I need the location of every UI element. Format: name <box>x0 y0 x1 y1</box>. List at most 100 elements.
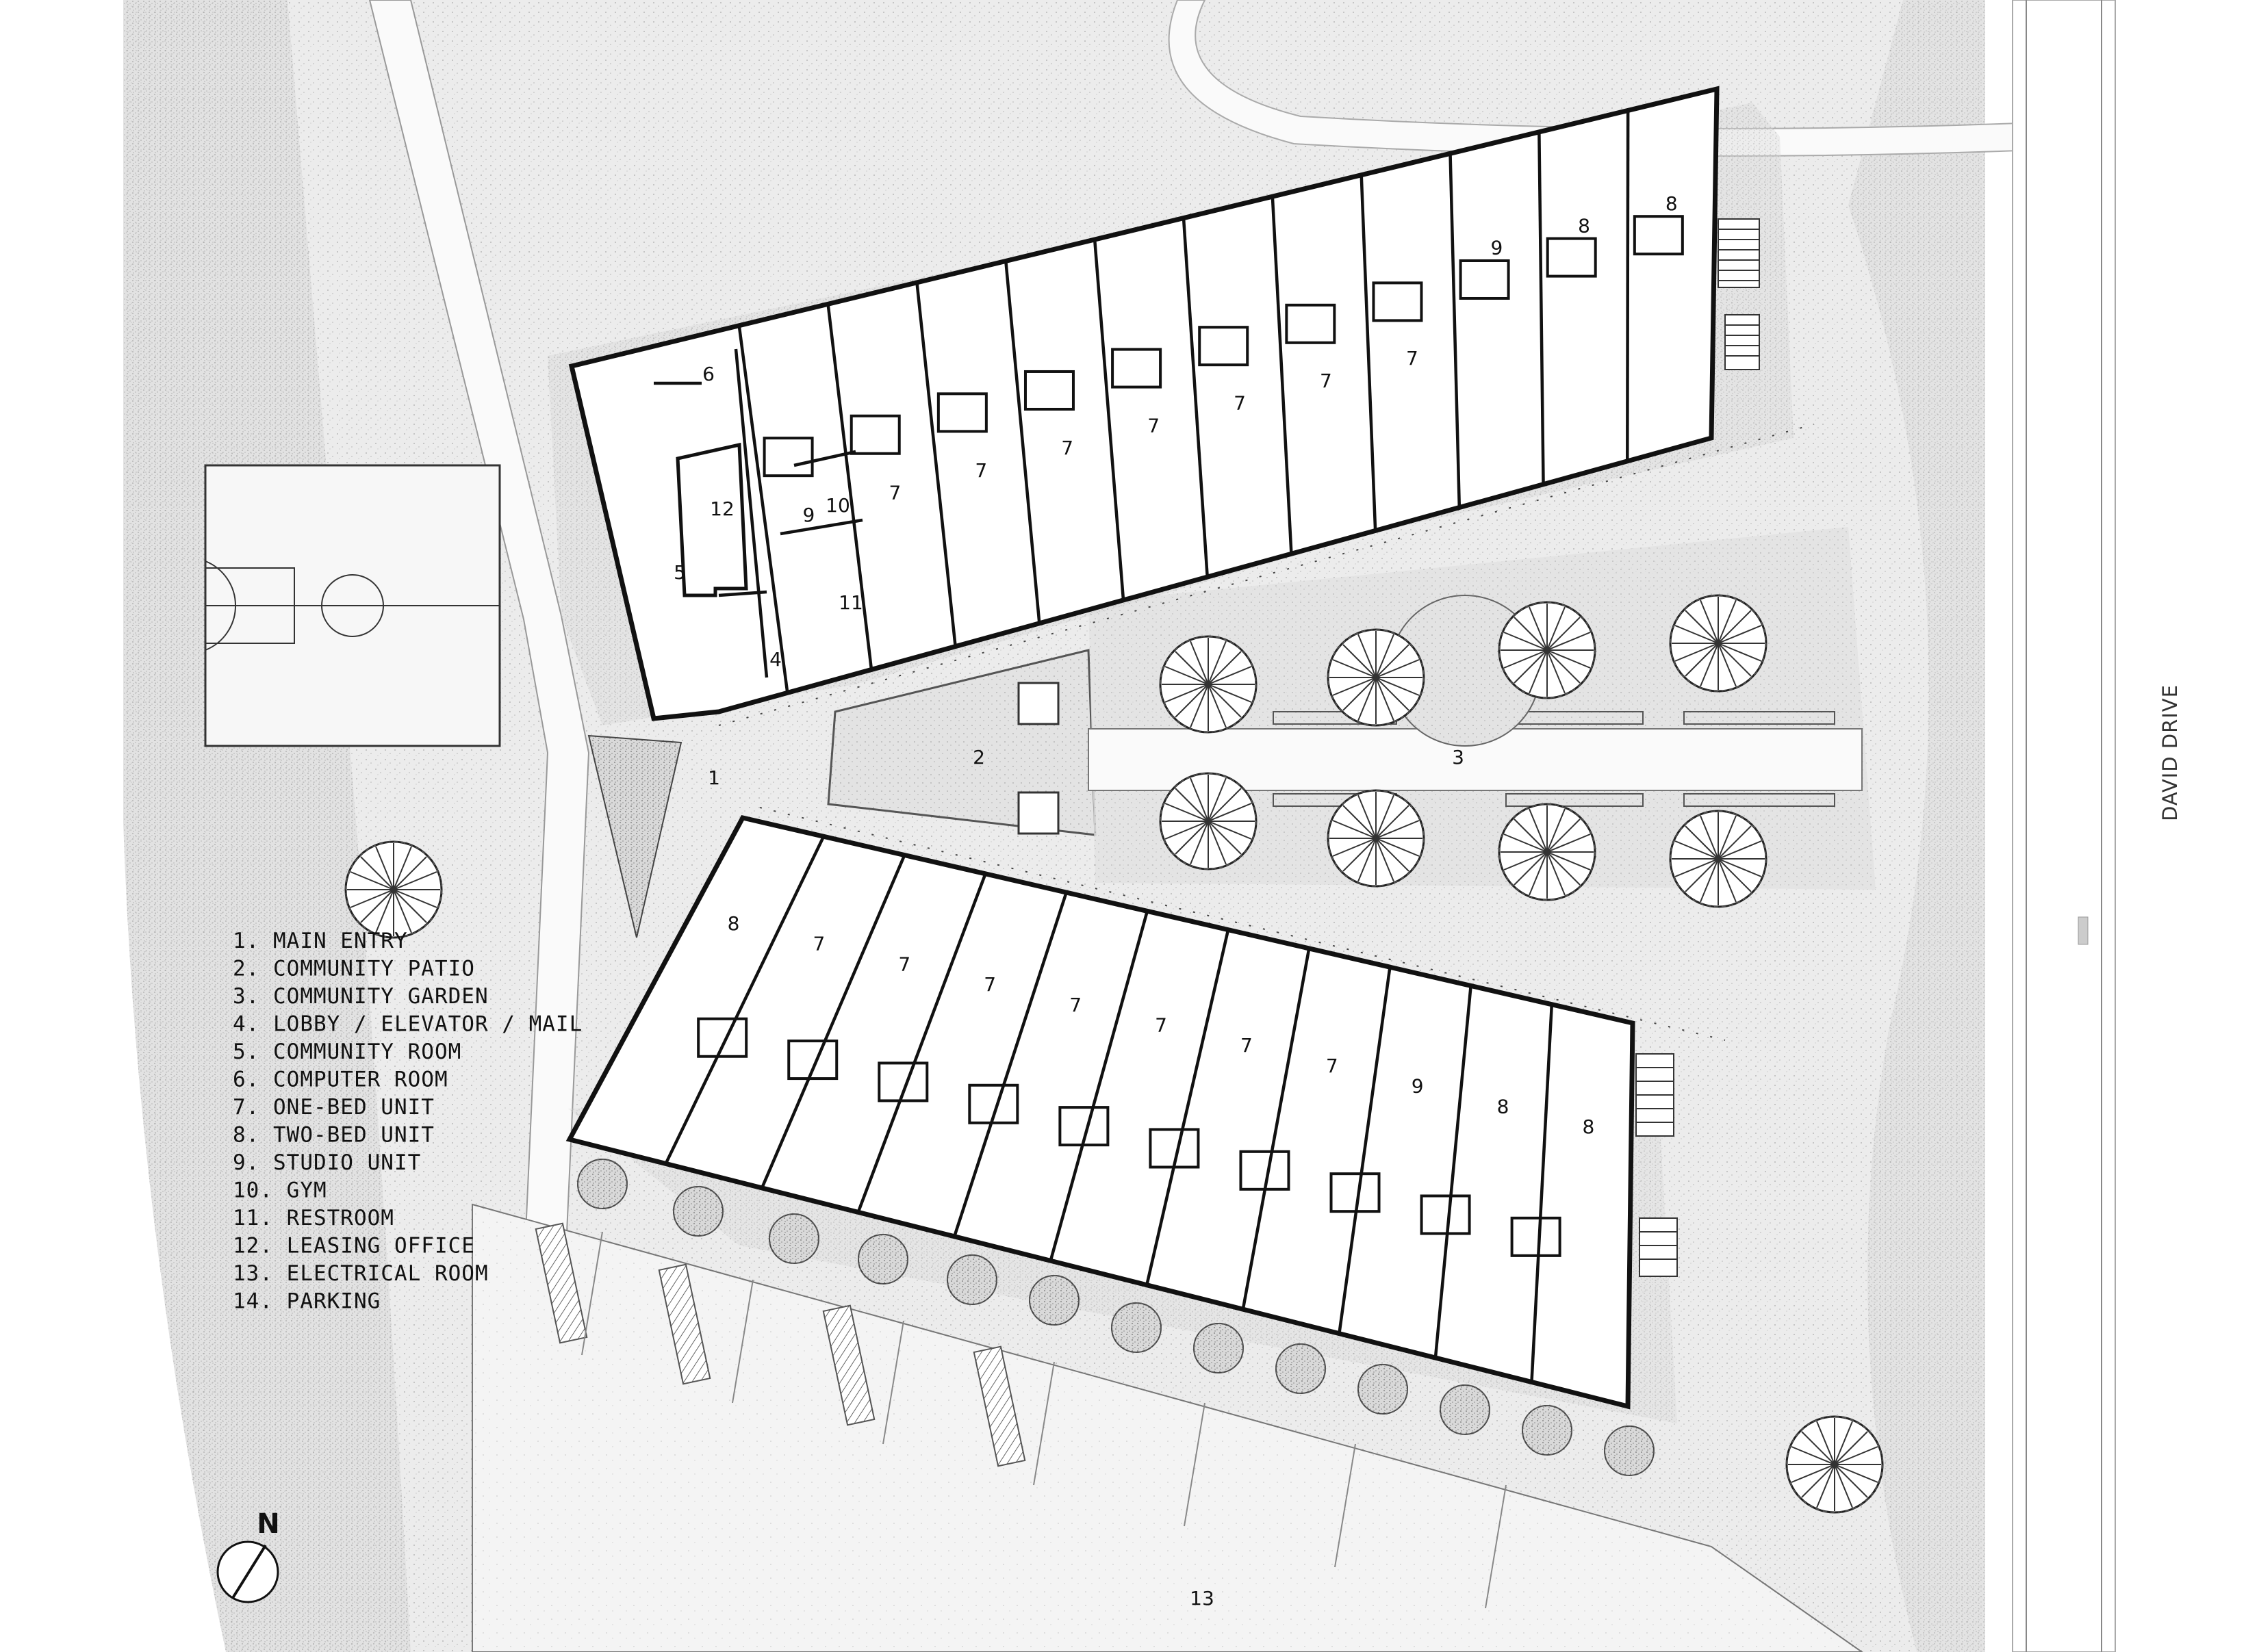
bathroom-core <box>1149 1128 1200 1169</box>
unit-partition <box>761 854 906 1189</box>
unit-label: 9 <box>1412 1075 1424 1098</box>
label-lobby: 4 <box>769 648 782 671</box>
unit-partition <box>737 326 789 692</box>
south-wing <box>565 814 1635 1410</box>
unit-label: 8 <box>1578 214 1590 237</box>
unit-partition <box>1049 910 1149 1261</box>
label-community-garden: 3 <box>1452 746 1464 769</box>
stairs-south <box>1635 1053 1678 1277</box>
unit-label: 9 <box>803 504 815 526</box>
unit-partition <box>1433 985 1472 1358</box>
label-main-entry: 1 <box>708 766 720 789</box>
unit-label: 7 <box>1326 1055 1338 1077</box>
bathroom-core <box>936 392 988 433</box>
woodland-west <box>123 0 411 1652</box>
tree-southeast <box>1785 1415 1884 1514</box>
street-label: DAVID DRIVE <box>2158 684 2182 821</box>
label-electrical-room: 13 <box>1190 1587 1214 1610</box>
bathroom-core <box>850 414 901 455</box>
bathroom-core <box>1372 281 1423 322</box>
north-arrow: N <box>216 1508 280 1603</box>
compass-needle <box>231 1544 267 1599</box>
label-gym: 10 <box>826 494 850 517</box>
bathroom-core <box>1239 1150 1290 1191</box>
legend-item: 9. STUDIO UNIT <box>233 1150 421 1175</box>
parking-lot <box>472 1203 1863 1652</box>
legend-item: 10. GYM <box>233 1178 327 1203</box>
north-letter: N <box>257 1508 279 1540</box>
bathroom-core <box>1111 348 1162 389</box>
unit-label: 7 <box>898 953 910 975</box>
unit-label: 7 <box>813 933 826 955</box>
bathroom-core <box>878 1061 929 1102</box>
unit-partition <box>856 873 987 1213</box>
unit-partition <box>1626 110 1630 461</box>
legend-item: 8. TWO-BED UNIT <box>233 1123 435 1148</box>
legend-item: 4. LOBBY / ELEVATOR / MAIL <box>233 1012 583 1037</box>
unit-partition <box>1004 261 1041 623</box>
bathroom-core <box>968 1083 1019 1124</box>
unit-partition <box>664 836 826 1165</box>
unit-partition <box>1093 240 1125 599</box>
north-wing <box>568 86 1720 721</box>
legend-item: 13. ELECTRICAL ROOM <box>233 1261 489 1286</box>
unit-label: 7 <box>889 481 901 504</box>
bathroom-core <box>1329 1172 1381 1213</box>
unit-label: 7 <box>1061 437 1073 459</box>
unit-label: 7 <box>1147 414 1160 437</box>
unit-label: 7 <box>1234 392 1246 415</box>
label-leasing-office: 12 <box>710 498 735 520</box>
amenity-block <box>654 348 863 678</box>
bathroom-core <box>1633 215 1684 256</box>
legend-item: 5. COMMUNITY ROOM <box>233 1040 461 1064</box>
unit-label: 8 <box>1583 1115 1595 1138</box>
bathroom-core <box>787 1040 839 1081</box>
label-restroom: 11 <box>839 591 863 614</box>
unit-partition <box>1530 1004 1554 1382</box>
bathroom-core <box>1546 237 1597 278</box>
unit-label: 7 <box>975 459 987 482</box>
unit-partition <box>1448 153 1462 507</box>
label-computer-room: 6 <box>702 363 715 385</box>
unit-partition <box>1360 175 1377 530</box>
label-community-patio: 2 <box>973 746 985 769</box>
bathroom-core <box>1510 1216 1561 1257</box>
label-community-room: 5 <box>674 561 686 584</box>
legend-item: 7. ONE-BED UNIT <box>233 1095 435 1120</box>
unit-partition <box>953 892 1068 1237</box>
legend-item: 12. LEASING OFFICE <box>233 1234 475 1259</box>
road-marker <box>2078 916 2089 945</box>
unit-partition <box>1182 218 1209 576</box>
unit-partition <box>915 283 957 645</box>
unit-label: 7 <box>1240 1034 1253 1057</box>
unit-label: 7 <box>1155 1014 1167 1037</box>
bathroom-core <box>1198 326 1249 367</box>
david-drive-road <box>2012 0 2116 1652</box>
legend-item: 2. COMMUNITY PATIO <box>233 957 475 981</box>
unit-label: 8 <box>1497 1095 1509 1118</box>
bathroom-core <box>1285 303 1336 344</box>
stairs-north <box>1718 218 1760 370</box>
unit-label: 7 <box>984 973 996 996</box>
unit-label: 9 <box>1490 237 1503 259</box>
woodland-east <box>1848 0 1985 1652</box>
unit-partition <box>1709 88 1719 439</box>
unit-label: 7 <box>1320 370 1332 392</box>
parking-stalls <box>535 1222 1026 1467</box>
basketball-court <box>204 464 501 747</box>
tree-west-lawn <box>344 840 443 939</box>
legend-item: 11. RESTROOM <box>233 1206 394 1230</box>
bathroom-core <box>1459 259 1510 300</box>
legend-item: 6. COMPUTER ROOM <box>233 1068 448 1092</box>
patio-benches <box>1017 682 1060 835</box>
unit-partition <box>1241 948 1311 1310</box>
unit-label: 7 <box>1406 347 1418 370</box>
bathroom-core <box>1058 1106 1110 1147</box>
entry-planter <box>587 734 682 938</box>
unit-partition <box>1537 132 1545 485</box>
legend-item: 1. MAIN ENTRY <box>233 929 408 953</box>
